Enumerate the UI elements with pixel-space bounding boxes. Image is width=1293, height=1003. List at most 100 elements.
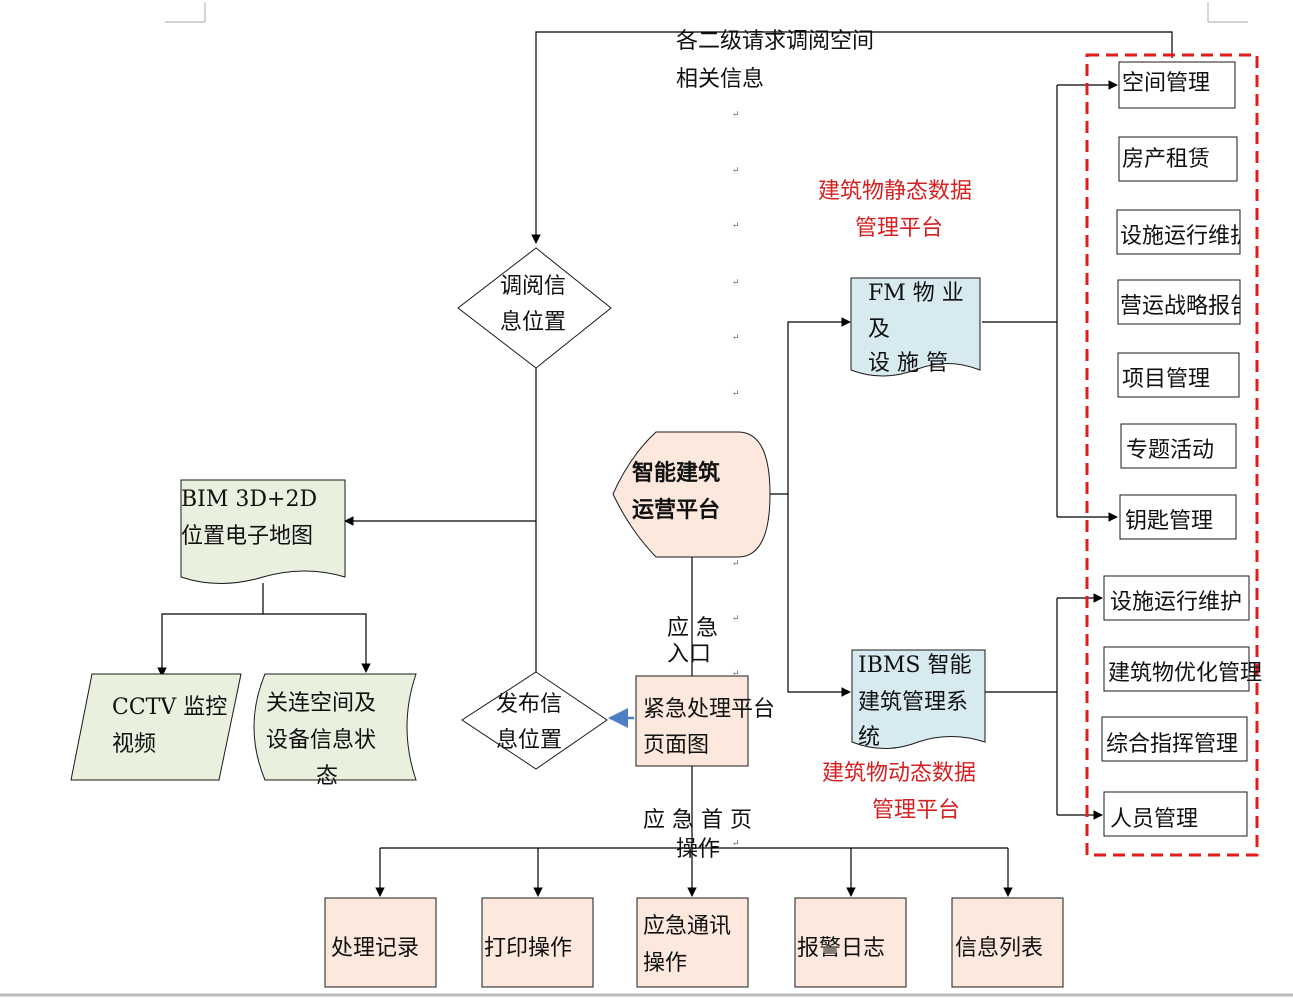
ibms-item-building-optimization: 建筑物优化管理: [1103, 646, 1262, 692]
cctv-box: CCTV 监控 视频: [70, 673, 242, 781]
fm-item-property-lease: 房产租赁: [1118, 136, 1238, 182]
svg-text:空间管理: 空间管理: [1122, 71, 1210, 96]
fm-item-operation-strategy-report: 营运战略报告: [1117, 279, 1252, 325]
emergency-link-line-1: 应 急: [667, 616, 718, 641]
ibms-item-personnel-management: 人员管理: [1103, 791, 1248, 837]
bottom-item-emergency-communication: 应急通讯 操作: [636, 897, 749, 988]
fm-item-special-events: 专题活动: [1120, 423, 1237, 469]
corner-mark-left: [165, 2, 206, 23]
to-cctv-arrow: [157, 583, 264, 677]
fm-items: 空间管理 房产租赁 设施运行维护 营运战略报告 项目管理 专题活动: [1116, 61, 1252, 540]
home-ops-label: 应 急 首 页 操作: [643, 808, 752, 862]
fm-item-facility-maintenance: 设施运行维护: [1116, 209, 1252, 255]
bottom-item-alarm-log: 报警日志: [794, 897, 907, 988]
svg-text:专题活动: 专题活动: [1126, 438, 1214, 463]
publish-line-2: 息位置: [496, 728, 562, 753]
svg-text:打印操作: 打印操作: [484, 936, 572, 961]
to-ibms-arrow: [787, 494, 851, 697]
publish-line-1: 发布信: [496, 692, 562, 717]
emergency-page-line-1: 紧急处理平台: [643, 697, 775, 722]
ibms-system-box: IBMS 智能 建筑管理系 统: [851, 649, 986, 750]
svg-text:↵: ↵: [732, 166, 740, 176]
publish-diamond: 发布信 息位置: [461, 671, 608, 770]
to-fm-arrow: [770, 317, 851, 495]
center-line-2: 运营平台: [632, 497, 720, 523]
home-ops-line-2: 操作: [676, 837, 720, 862]
top-note-line-2: 相关信息: [676, 67, 764, 92]
to-related-arrow: [263, 613, 371, 673]
fm-item-project-management: 项目管理: [1117, 352, 1240, 398]
svg-text:营运战略报告: 营运战略报告: [1120, 294, 1252, 319]
home-ops-line-1: 应 急 首 页: [643, 808, 752, 833]
static-label-line-1: 建筑物静态数据: [818, 179, 972, 204]
dynamic-platform-label: 建筑物动态数据 管理平台: [822, 761, 976, 823]
svg-text:钥匙管理: 钥匙管理: [1125, 509, 1213, 534]
related-line-2: 设备信息状: [266, 728, 376, 753]
svg-text:↵: ↵: [732, 221, 740, 231]
svg-text:↵: ↵: [732, 278, 740, 288]
svg-text:↵: ↵: [732, 389, 740, 399]
center-line-1: 智能建筑: [632, 460, 720, 486]
bim-line-2: 位置电子地图: [181, 524, 313, 549]
svg-text:设施运行维护: 设施运行维护: [1110, 590, 1242, 615]
center-platform: 智能建筑 运营平台: [612, 431, 771, 558]
bottom-item-print-operation: 打印操作: [481, 897, 594, 988]
svg-text:↵: ↵: [732, 669, 740, 679]
bottom-item-processing-record: 处理记录: [324, 897, 437, 988]
static-label-line-2: 管理平台: [855, 216, 943, 241]
subsystem-dashed-frame: [1085, 53, 1259, 857]
top-request-line: [531, 31, 1173, 244]
svg-text:操作: 操作: [643, 951, 687, 976]
ibms-item-facility-maintenance: 设施运行维护: [1103, 575, 1250, 621]
svg-text:综合指挥管理: 综合指挥管理: [1106, 732, 1238, 757]
static-platform-label: 建筑物静态数据 管理平台: [818, 179, 972, 241]
related-line-1: 关连空间及: [266, 691, 376, 716]
top-note-line-1: 各二级请求调阅空间: [676, 29, 874, 54]
fm-item-key-management: 钥匙管理: [1119, 494, 1237, 540]
svg-text:↵: ↵: [732, 110, 740, 120]
query-line-1: 调阅信: [500, 274, 566, 299]
related-info-box: 关连空间及 设备信息状 态: [253, 673, 417, 789]
emergency-entry-label: 应 急 入口: [667, 616, 718, 667]
svg-text:建筑物优化管理: 建筑物优化管理: [1108, 661, 1262, 686]
top-note: 各二级请求调阅空间 相关信息: [676, 29, 874, 92]
bim-map-box: BIM 3D+2D 位置电子地图: [180, 479, 346, 584]
svg-text:人员管理: 人员管理: [1110, 807, 1198, 832]
emergency-page-line-2: 页面图: [643, 733, 709, 758]
bottom-items: 处理记录 打印操作 应急通讯 操作 报警日志 信息列表: [324, 897, 1064, 988]
cctv-line-1: CCTV 监控: [112, 695, 227, 720]
svg-text:项目管理: 项目管理: [1122, 367, 1210, 392]
fm-line-3: 设 施 管: [868, 351, 948, 376]
query-line-2: 息位置: [500, 310, 566, 335]
ibms-line-3: 统: [858, 725, 880, 750]
svg-text:房产租赁: 房产租赁: [1122, 147, 1210, 172]
dynamic-label-line-2: 管理平台: [872, 798, 960, 823]
connectors: [157, 31, 1173, 897]
corner-mark-right: [1207, 2, 1248, 23]
svg-text:应急通讯: 应急通讯: [643, 914, 731, 939]
svg-text:↵: ↵: [732, 333, 740, 343]
query-diamond: 调阅信 息位置: [457, 247, 612, 369]
bim-line-1: BIM 3D+2D: [181, 487, 317, 512]
emergency-link-line-2: 入口: [667, 642, 711, 667]
fm-system-box: FM 物 业 及 设 施 管: [850, 277, 981, 377]
svg-text:设施运行维护: 设施运行维护: [1120, 224, 1252, 249]
fm-line-1: FM 物 业: [868, 281, 964, 306]
emergency-page-box: 紧急处理平台 页面图: [635, 675, 775, 767]
ibms-line-2: 建筑管理系: [858, 690, 968, 715]
bottom-item-info-list: 信息列表: [951, 897, 1064, 988]
fm-line-2: 及: [868, 317, 890, 342]
fm-item-space-management: 空间管理: [1118, 61, 1236, 109]
related-line-3: 态: [316, 764, 338, 789]
svg-text:↵: ↵: [732, 614, 740, 624]
dynamic-label-line-1: 建筑物动态数据: [822, 761, 976, 786]
ibms-items: 设施运行维护 建筑物优化管理 综合指挥管理 人员管理: [1101, 575, 1262, 837]
svg-text:信息列表: 信息列表: [955, 936, 1043, 961]
cctv-line-2: 视频: [112, 732, 156, 757]
ibms-line-1: IBMS 智能: [858, 653, 971, 678]
svg-text:处理记录: 处理记录: [331, 936, 419, 961]
ibms-item-integrated-command: 综合指挥管理: [1101, 716, 1248, 762]
svg-text:报警日志: 报警日志: [797, 936, 885, 961]
